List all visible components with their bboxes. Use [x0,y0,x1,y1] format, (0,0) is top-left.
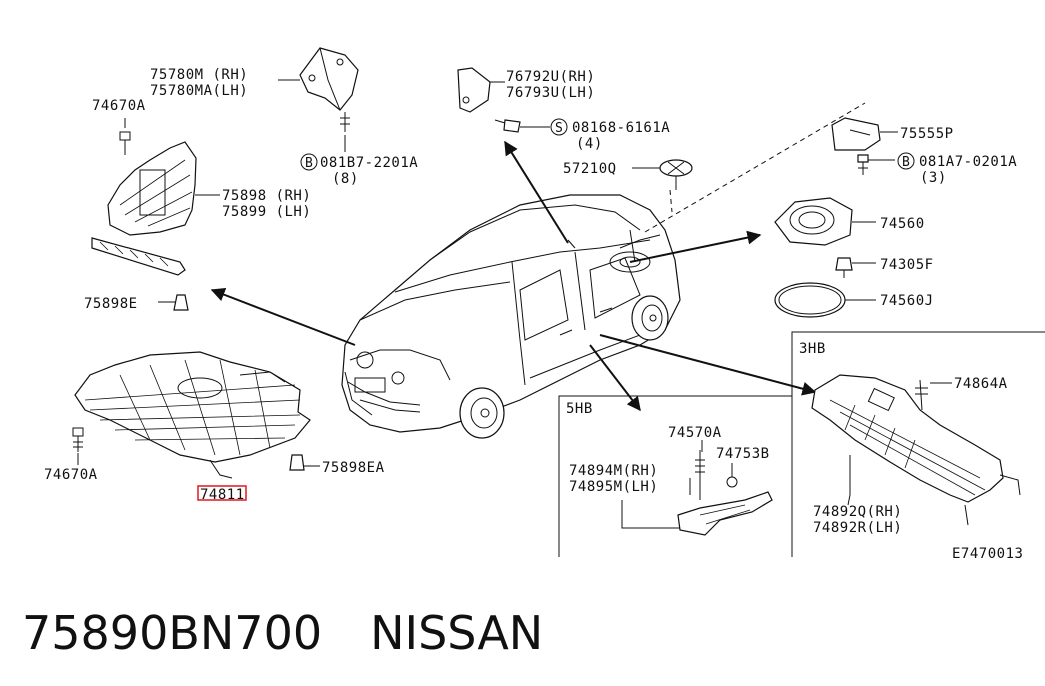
caption: 75890BN700 NISSAN [22,598,543,668]
label-box-5hb: 5HB [566,401,593,417]
part-number: 75890BN700 [22,606,323,660]
brand-name: NISSAN [370,606,544,660]
label-75898ea: 75898EA [322,460,385,476]
diagram-id: E7470013 [952,546,1023,562]
inset-box-3hb [791,331,1045,557]
label-74305f: 74305F [880,257,934,273]
b-mark-2: B [902,155,910,170]
label-081b7: 081B7-2201A [320,155,418,171]
callout-labels: 75780M (RH) 75780MA(LH) 74670A B 081B7-2… [44,67,1023,562]
label-74811: 74811 [200,487,245,503]
label-081b7-qty: (8) [332,171,359,187]
s-mark: S [555,121,563,136]
label-76792u: 76792U(RH) [506,69,595,85]
bracket-75780m [278,47,359,152]
b-mark-1: B [305,156,313,171]
car-illustration [341,194,681,439]
label-76793u: 76793U(LH) [506,85,595,101]
label-74670a-top: 74670A [92,98,146,114]
label-08168: 08168-6161A [572,120,670,136]
pointer-arrows [210,102,866,412]
label-75555p: 75555P [900,126,954,142]
label-75898: 75898 (RH) [222,188,311,204]
label-75899: 75899 (LH) [222,204,311,220]
label-box-3hb: 3HB [799,341,826,357]
label-74864a: 74864A [954,376,1008,392]
parts-right-top [774,117,898,318]
b-circle-mark [300,153,318,171]
label-74560: 74560 [880,216,925,232]
engine-undercover-74811 [72,351,320,479]
parts-diagram: 75780M (RH) 75780MA(LH) 74670A B 081B7-2… [44,47,1045,562]
label-74895m: 74895M(LH) [569,479,658,495]
label-08168-qty: (4) [576,136,603,152]
label-74892r: 74892R(LH) [813,520,902,536]
highlight-box [197,485,247,501]
label-74892q: 74892Q(RH) [813,504,902,520]
label-74894m: 74894M(RH) [569,463,658,479]
label-57210q: 57210Q [563,161,617,177]
label-75780ma: 75780MA(LH) [150,83,248,99]
label-74570a: 74570A [668,425,722,441]
bracket-76792u [457,67,693,190]
label-081a7: 081A7-0201A [919,154,1017,170]
label-75898e: 75898E [84,296,138,312]
inset-box-5hb [558,395,792,557]
side-cover-part [91,118,220,311]
label-081a7-qty: (3) [920,170,947,186]
label-74753b: 74753B [716,446,770,462]
label-74670a-bottom: 74670A [44,467,98,483]
label-75780m: 75780M (RH) [150,67,248,83]
label-74560j: 74560J [880,293,934,309]
